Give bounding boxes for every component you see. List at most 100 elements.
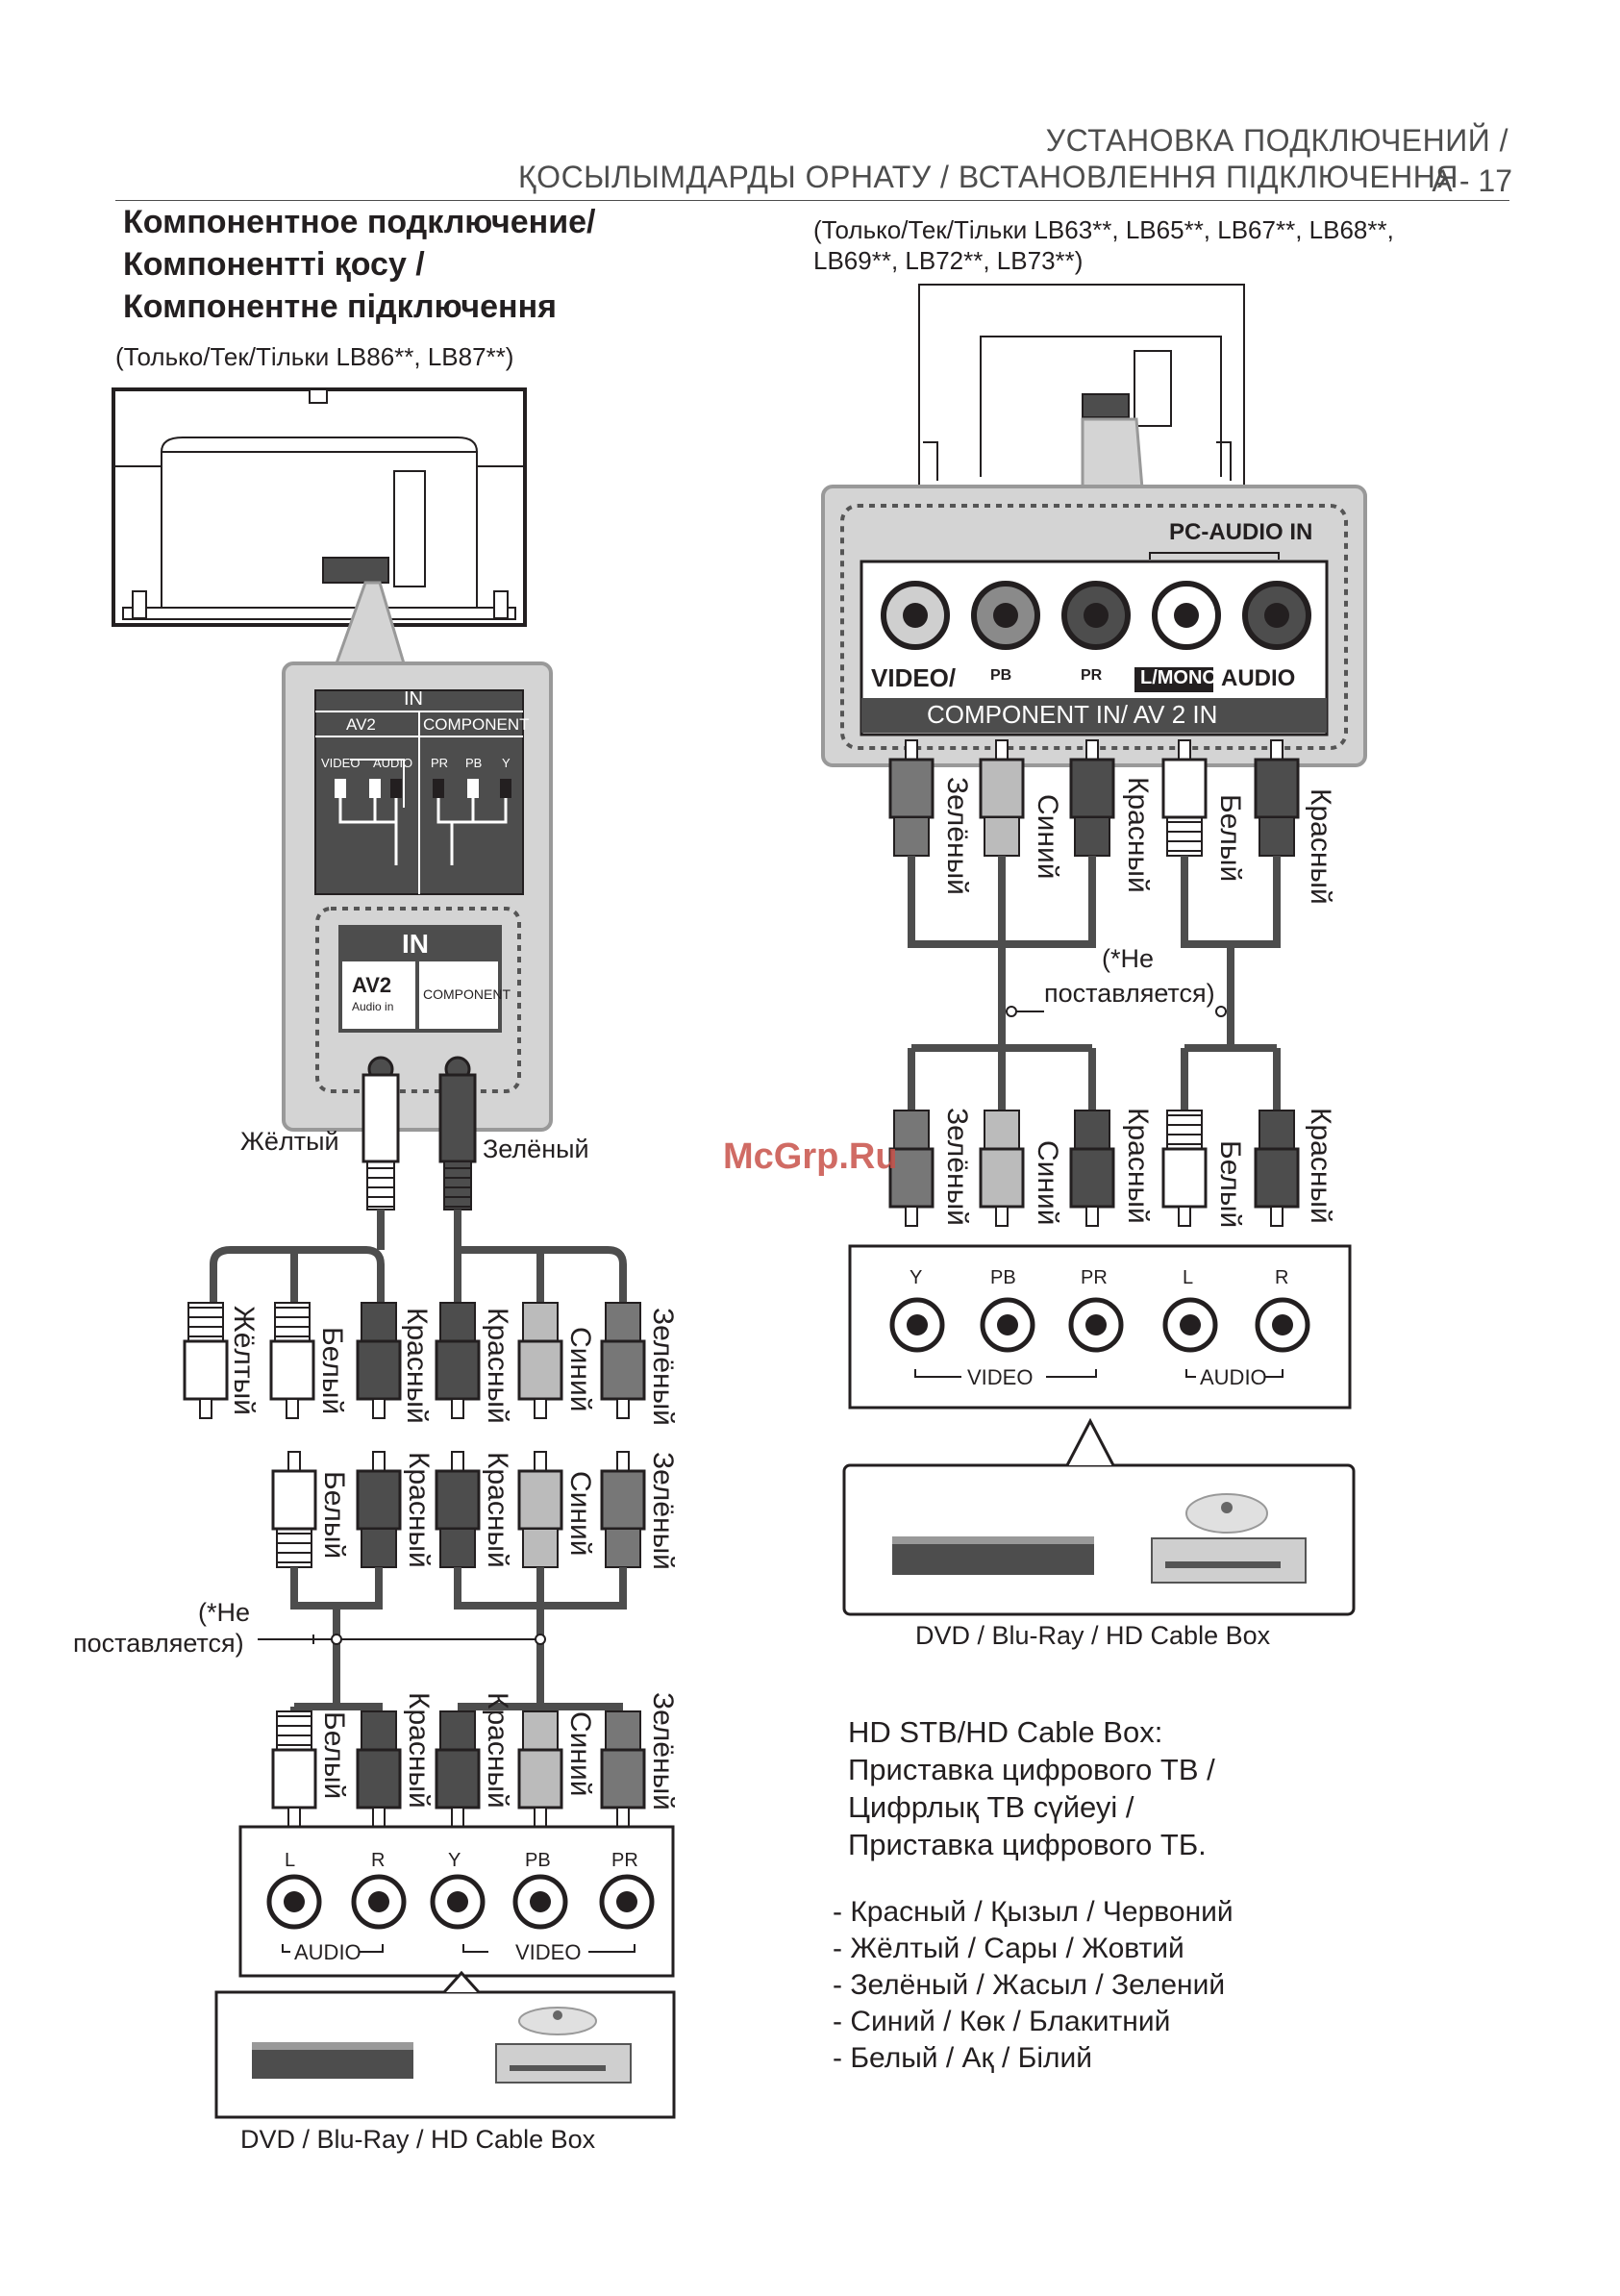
- right-dev-label: PB: [990, 1267, 1016, 1288]
- right-device-jack-panel: [842, 1244, 1356, 1616]
- hd-line-3: Цифрлық ТВ сүйеуі /: [848, 1790, 1134, 1824]
- right-dev-video: VIDEO: [967, 1365, 1034, 1389]
- right-port-pb: PB: [990, 667, 1012, 684]
- left-row3-label: Красный: [403, 1692, 435, 1809]
- right-port-panel: [821, 485, 1367, 767]
- right-port-video-y: VIDEO/: [871, 663, 957, 692]
- left-dev-audio: AUDIO: [294, 1940, 361, 1964]
- header-line-2: ҚОСЫЛЫМДАРДЫ ОРНАТУ / ВСТАНОВЛЕННЯ ПІДКЛ…: [518, 160, 1458, 194]
- right-port-audio-r: AUDIO: [1221, 665, 1296, 691]
- right-row1-label: Зелёный: [941, 777, 973, 895]
- left-cable-green-label: Зелёный: [483, 1135, 589, 1163]
- left-row1-label: Зелёный: [647, 1308, 679, 1426]
- left-dev-label: Y: [448, 1850, 461, 1871]
- left-panel-pr: PR: [431, 756, 449, 770]
- page-number: A - 17: [1432, 163, 1512, 198]
- right-bar-label: COMPONENT IN/ AV 2 IN: [927, 700, 1218, 729]
- right-models-note-2: LB69**, LB72**, LB73**): [813, 246, 1084, 275]
- left-row2-label: Синий: [564, 1471, 596, 1557]
- section-title-ua: Компонентне підключення: [123, 288, 557, 325]
- right-row2-label: Красный: [1122, 1108, 1154, 1224]
- right-not-supplied-1: (*Не: [1102, 944, 1155, 973]
- right-dev-label: L: [1183, 1267, 1194, 1288]
- section-title-ru: Компонентное подключение/: [123, 204, 596, 240]
- left-dev-label: PR: [611, 1850, 638, 1871]
- left-cable-yellow-label: Жёлтый: [240, 1127, 339, 1156]
- right-row2-label: Красный: [1305, 1108, 1336, 1224]
- left-dev-video: VIDEO: [515, 1940, 582, 1964]
- left-dev-label: PB: [525, 1850, 551, 1871]
- right-row2-label: Белый: [1214, 1140, 1246, 1229]
- right-row1-label: Красный: [1122, 777, 1154, 893]
- left-device-jack-panel: [214, 1825, 676, 2119]
- left-dev-label: R: [371, 1850, 386, 1871]
- right-port-pr: PR: [1081, 667, 1103, 684]
- left-row2-label: Красный: [403, 1452, 435, 1568]
- left-row3-plugs: [271, 1710, 646, 1828]
- left-dev-label: L: [285, 1850, 296, 1871]
- left-panel-component: COMPONENT: [423, 715, 530, 734]
- left-av-cables: [210, 1073, 627, 1303]
- header-rule: [115, 200, 1509, 201]
- color-legend-item: - Жёлтый / Сары / Жовтий: [833, 1933, 1184, 1964]
- watermark: McGrp.Ru: [723, 1136, 898, 1177]
- left-row3-label: Красный: [482, 1692, 513, 1809]
- left-row1-label: Синий: [564, 1327, 596, 1412]
- left-not-supplied-1: (*Не: [198, 1598, 251, 1627]
- left-row1-label: Красный: [401, 1308, 433, 1424]
- right-row2-label: Синий: [1032, 1140, 1063, 1226]
- hd-line-1: HD STB/HD Cable Box:: [848, 1715, 1163, 1749]
- header-line-1: УСТАНОВКА ПОДКЛЮЧЕНИЙ /: [1045, 123, 1508, 158]
- left-row2-plugs: [271, 1451, 646, 1568]
- left-panel-pb: PB: [465, 756, 483, 770]
- left-panel-in: IN: [404, 688, 423, 710]
- right-pc-audio-in: PC-AUDIO IN: [1169, 519, 1313, 545]
- left-panel-y: Y: [502, 756, 511, 770]
- right-dev-label: R: [1275, 1267, 1289, 1288]
- left-row1-plugs: [183, 1302, 646, 1419]
- left-row1-label: Жёлтый: [228, 1306, 260, 1415]
- right-dev-audio: AUDIO: [1200, 1365, 1267, 1389]
- left-row3-label: Зелёный: [647, 1692, 679, 1810]
- left-models-note: (Только/Тек/Тільки LB86**, LB87**): [115, 342, 514, 371]
- left-jack-component: COMPONENT: [423, 986, 511, 1002]
- right-port-lmono: L/MONO: [1140, 667, 1217, 688]
- left-row2-label: Зелёный: [647, 1452, 679, 1570]
- color-legend-item: - Синий / Көк / Блакитний: [833, 2006, 1171, 2037]
- left-device-caption: DVD / Blu-Ray / HD Cable Box: [240, 2125, 596, 2154]
- left-panel-video: VIDEO: [321, 756, 361, 770]
- left-tv-back: [112, 387, 527, 627]
- left-panel-audio: AUDIO: [373, 756, 413, 770]
- left-row3-label: Белый: [318, 1711, 350, 1800]
- right-row1-label: Синий: [1032, 794, 1063, 880]
- left-row2-label: Красный: [482, 1452, 513, 1568]
- color-legend-item: - Зелёный / Жасыл / Зелений: [833, 1969, 1226, 2001]
- left-jack-in: IN: [402, 929, 429, 959]
- left-port-panel: [282, 661, 553, 1132]
- color-legend-item: - Белый / Ақ / Білий: [833, 2042, 1093, 2074]
- right-dev-label: Y: [910, 1267, 923, 1288]
- left-jack-av2: AV2: [352, 973, 392, 997]
- left-extension-cables: [258, 1567, 627, 1711]
- hd-line-4: Приставка цифрового ТБ.: [848, 1828, 1207, 1861]
- left-panel-av2: AV2: [346, 715, 376, 734]
- right-dev-label: PR: [1081, 1267, 1108, 1288]
- left-row2-label: Белый: [318, 1471, 350, 1560]
- right-not-supplied-2: поставляется): [1044, 979, 1215, 1008]
- left-row1-label: Белый: [316, 1327, 348, 1415]
- right-models-note-1: (Только/Тек/Тільки LB63**, LB65**, LB67*…: [813, 215, 1394, 244]
- left-row1-label: Красный: [482, 1308, 513, 1424]
- right-row1-label: Красный: [1305, 788, 1336, 905]
- hd-line-2: Приставка цифрового ТВ /: [848, 1753, 1215, 1786]
- color-legend-item: - Красный / Қызыл / Червоний: [833, 1896, 1234, 1928]
- right-row1-label: Белый: [1214, 794, 1246, 883]
- left-row3-label: Синий: [564, 1711, 596, 1797]
- right-extension-cables: [908, 856, 1281, 1111]
- right-device-caption: DVD / Blu-Ray / HD Cable Box: [915, 1621, 1271, 1650]
- right-row2-plugs: [888, 1110, 1300, 1227]
- section-title-kz: Компоненттi қосу /: [123, 246, 425, 283]
- left-jack-audio-in: Audio in: [352, 1000, 394, 1013]
- left-not-supplied-2: поставляется): [73, 1629, 244, 1658]
- right-row2-label: Зелёный: [941, 1108, 973, 1226]
